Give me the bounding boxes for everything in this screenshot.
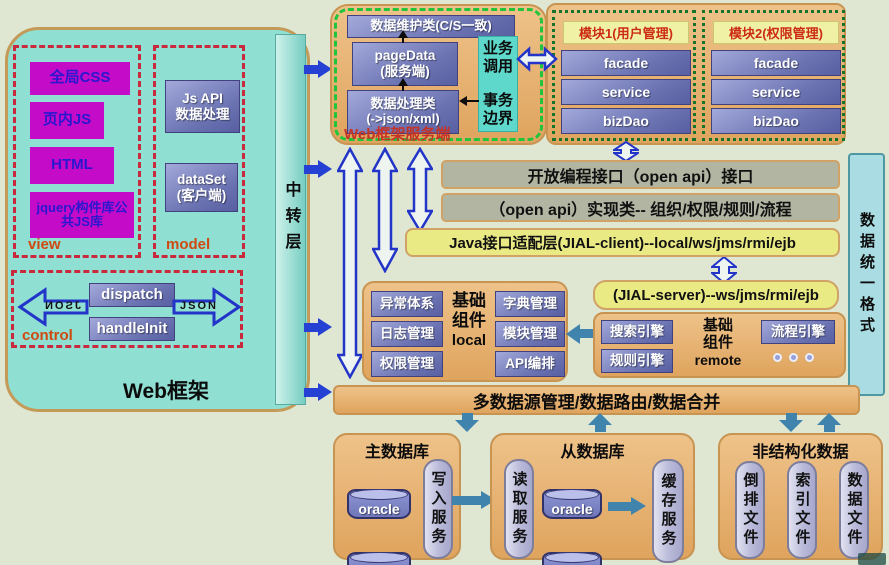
replica-db-title: 从数据库 xyxy=(560,444,625,461)
module2-group: 模块2(权限管理) facade service bizDao xyxy=(702,10,845,141)
data-maintain-box: 数据维护类(C/S一致) xyxy=(347,15,515,38)
remote-to-local-arrow xyxy=(566,323,596,344)
vertical-double-arrow-long xyxy=(335,146,365,384)
remote-item: 规则引擎 xyxy=(601,349,673,373)
module-layer: service xyxy=(711,79,841,105)
business-call-label: 业务调用 xyxy=(483,40,514,75)
base-local-title: 基础 组件 local xyxy=(451,291,487,349)
local-item: API编排 xyxy=(495,351,565,377)
base-components-local-panel: 异常体系 日志管理 权限管理 基础 组件 local 字典管理 模块管理 API… xyxy=(362,281,568,382)
db-cylinder-oracle: oracle xyxy=(347,489,411,519)
base-components-remote-panel: 搜索引擎 规则引擎 基础 组件 remote 流程引擎 xyxy=(593,312,846,378)
db-cylinder-sql: SQL xyxy=(347,552,411,565)
local-item: 权限管理 xyxy=(371,351,443,377)
primary-db-panel: 主数据库 oracle SQL mysql 写入服务 xyxy=(333,433,461,565)
view-item-jquery-lib: jquery构件库公共JS库 xyxy=(30,192,134,238)
relay-arrow-3 xyxy=(304,318,332,336)
unstructured-data-panel: 非结构化数据 倒排文件 索引文件 数据文件 xyxy=(718,433,883,560)
module-layer: facade xyxy=(561,50,691,76)
horizontal-double-arrow xyxy=(516,46,558,77)
local-item: 日志管理 xyxy=(371,321,443,347)
dispatch-box: dispatch xyxy=(89,283,175,307)
remote-item: 搜索引擎 xyxy=(601,320,673,344)
module1-header: 模块1(用户管理) xyxy=(563,21,689,44)
data-process-box: 数据处理类 (->json/xml) xyxy=(347,90,459,134)
read-service-pill: 读取服务 xyxy=(504,459,534,559)
local-item: 字典管理 xyxy=(495,291,565,317)
read-to-cache-arrow xyxy=(608,495,646,517)
jial-client-row: Java接口适配层(JIAL-client)--local/ws/jms/rmi… xyxy=(405,228,840,257)
watermark-smudge xyxy=(858,553,886,565)
view-item-page-js: 页内JS xyxy=(30,102,104,139)
model-group: Js API 数据处理 dataSet (客户端) model xyxy=(153,45,245,258)
unstructured-down-arrow xyxy=(779,413,803,432)
json-left-arrow: JSON xyxy=(17,287,89,327)
json-left-label: JSON xyxy=(43,300,81,312)
vertical-double-arrow-mid xyxy=(370,146,400,278)
relay-layer-bar: 中转层 xyxy=(275,34,306,405)
primary-db-down-arrow xyxy=(455,413,479,432)
model-item-jsapi: Js API 数据处理 xyxy=(165,80,240,133)
vertical-double-arrow-short xyxy=(405,146,435,238)
cache-service-pill: 缓存服务 xyxy=(652,459,684,563)
index-file-pill: 索引文件 xyxy=(787,461,817,559)
datasource-bar: 多数据源管理/数据路由/数据合并 xyxy=(333,385,860,415)
jial-server-row: (JIAL-server)--ws/jms/rmi/ejb xyxy=(593,280,839,310)
module2-header: 模块2(权限管理) xyxy=(713,21,839,44)
view-label: view xyxy=(28,236,61,253)
black-up-arrow-1 xyxy=(398,30,408,43)
replica-db-panel: 从数据库 读取服务 oracle SQL mysql 缓存服务 xyxy=(490,433,695,565)
web-framework-panel: 全局CSS 页内JS HTML jquery构件库公共JS库 view Js A… xyxy=(5,27,310,412)
handleinit-box: handleInit xyxy=(89,317,175,341)
unstructured-up-arrow xyxy=(817,413,841,432)
write-service-pill: 写入服务 xyxy=(423,459,453,559)
open-api-impl-row: （open api）实现类-- 组织/权限/规则/流程 xyxy=(441,193,840,222)
black-up-arrow-2 xyxy=(398,78,408,91)
module-layer: service xyxy=(561,79,691,105)
local-item: 模块管理 xyxy=(495,321,565,347)
modules-panel: 模块1(用户管理) facade service bizDao 模块2(权限管理… xyxy=(546,3,846,145)
business-call-box: 业务调用 事务边界 xyxy=(478,36,518,132)
base-remote-title: 基础 组件 remote xyxy=(694,317,742,368)
control-group: JSON dispatch handleInit JSON control xyxy=(11,270,243,348)
open-api-interface-row: 开放编程接口（open api）接口 xyxy=(441,160,840,189)
view-item-html: HTML xyxy=(30,147,114,184)
json-right-label: JSON xyxy=(180,300,218,312)
transaction-boundary-label: 事务边界 xyxy=(483,92,514,127)
web-framework-title: Web框架 xyxy=(123,380,209,403)
black-left-arrow xyxy=(459,96,479,106)
remote-item: 流程引擎 xyxy=(761,320,835,344)
relay-arrow-4 xyxy=(304,383,332,401)
primary-db-title: 主数据库 xyxy=(364,444,429,461)
view-item-global-css: 全局CSS xyxy=(30,62,130,95)
module-layer: bizDao xyxy=(561,108,691,134)
data-format-bar: 数据统一格式 xyxy=(848,153,885,396)
module1-group: 模块1(用户管理) facade service bizDao xyxy=(552,10,696,141)
json-right-arrow: JSON xyxy=(172,287,242,327)
unstructured-title: 非结构化数据 xyxy=(752,444,849,461)
data-file-pill: 数据文件 xyxy=(839,461,869,559)
remote-ellipsis-dots xyxy=(773,353,814,362)
server-panel-label: Web框架服务端 xyxy=(344,126,451,143)
server-framework-panel: 数据维护类(C/S一致) pageData (服务端) 数据处理类 (->jso… xyxy=(330,4,547,145)
relay-arrow-1 xyxy=(304,60,332,78)
view-group: 全局CSS 页内JS HTML jquery构件库公共JS库 view xyxy=(13,45,141,258)
model-item-dataset: dataSet (客户端) xyxy=(165,163,238,212)
db-cylinder-oracle: oracle xyxy=(542,489,602,519)
module-layer: bizDao xyxy=(711,108,841,134)
db-cylinder-sql: SQL xyxy=(542,552,602,565)
module-layer: facade xyxy=(711,50,841,76)
local-item: 异常体系 xyxy=(371,291,443,317)
model-label: model xyxy=(166,236,211,253)
relay-arrow-2 xyxy=(304,160,332,178)
replica-db-up-arrow xyxy=(588,413,612,432)
inverted-file-pill: 倒排文件 xyxy=(735,461,765,559)
control-label: control xyxy=(22,327,73,344)
